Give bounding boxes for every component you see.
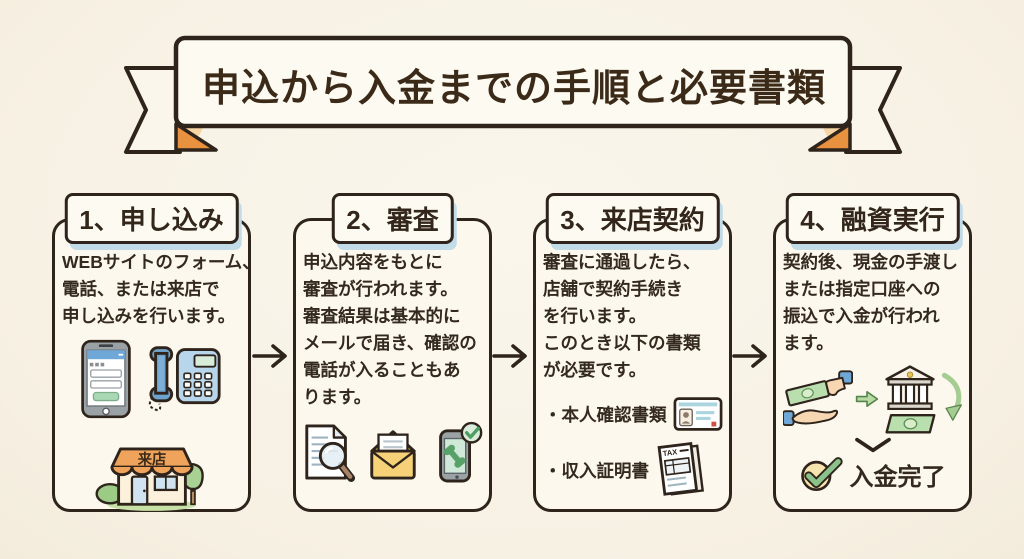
cash-handover-icon xyxy=(782,370,853,427)
step-1-header: 1、申し込み xyxy=(64,193,239,244)
curved-arrow-icon xyxy=(941,372,962,421)
tax-document-badge: TAX xyxy=(662,447,677,458)
step-4-header: 4、融資実行 xyxy=(785,193,960,244)
step-card-loan-execution: 4、融資実行 契約後、現金の手渡し または指定口座への 振込で入金が行われ ます… xyxy=(773,193,972,512)
completion-row: 入金完了 xyxy=(800,455,946,493)
telephone-icon xyxy=(148,346,221,412)
title-ribbon xyxy=(124,35,902,154)
step-2-header: 2、審査 xyxy=(331,193,454,244)
ribbon-left-tail xyxy=(124,66,182,154)
check-circle-icon xyxy=(800,457,843,492)
document-item-identity-label: ・本人確認書類 xyxy=(544,404,667,425)
step-card-screening: 2、審査 申込内容をもとに 審査が行われます。 審査結果は基本的に メールで届き… xyxy=(293,193,492,512)
ribbon-band xyxy=(173,35,853,129)
step-card-application: 1、申し込み WEBサイトのフォーム、 電話、または来店で 申し込みを行います。 xyxy=(52,193,260,512)
phone-check-icon xyxy=(438,421,482,483)
document-magnifier-icon xyxy=(304,424,355,482)
bank-icon xyxy=(884,365,935,434)
document-item-income-label: ・収入証明書 xyxy=(544,460,649,481)
storefront-icon: 来店 xyxy=(94,447,204,511)
completion-label: 入金完了 xyxy=(849,463,946,491)
chevron-down-icon xyxy=(854,437,891,453)
flow-arrow-icon xyxy=(252,344,287,368)
banknote-icon xyxy=(884,414,935,434)
envelope-icon xyxy=(369,430,416,480)
step-1-body: WEBサイトのフォーム、 電話、または来店で 申し込みを行います。 xyxy=(62,252,260,326)
id-card-icon xyxy=(673,397,722,431)
page-title: 申込から入金までの手順と必要書類 xyxy=(201,67,826,110)
arrow-right-icon xyxy=(855,390,878,407)
flow-arrow-icon xyxy=(492,344,527,368)
step-1-label: 1、申し込み xyxy=(79,205,224,235)
step-3-header: 3、来店契約 xyxy=(545,193,720,244)
step-2-body: 申込内容をもとに 審査が行われます。 審査結果は基本的に メールで届き、確認の … xyxy=(303,252,477,407)
ribbon-right-tail xyxy=(844,66,902,154)
smartphone-form-icon xyxy=(80,339,131,419)
step-4-label: 4、融資実行 xyxy=(800,205,945,235)
step-3-label: 3、来店契約 xyxy=(560,205,705,235)
step-4-body: 契約後、現金の手渡し または指定口座への 振込で入金が行われ ます。 xyxy=(783,252,958,353)
ribbon-left-fold xyxy=(174,122,218,152)
ribbon-right-fold xyxy=(808,122,852,152)
flow-arrow-icon xyxy=(732,344,767,368)
store-sign-label: 来店 xyxy=(137,450,166,468)
step-2-label: 2、審査 xyxy=(346,205,439,235)
tax-document-icon: TAX xyxy=(657,442,704,496)
step-3-body: 審査に通過したら、 店舗で契約手続き を行います。 このとき以下の書類 が必要で… xyxy=(543,252,701,380)
step-card-contract: 3、来店契約 審査に通過したら、 店舗で契約手続き を行います。 このとき以下の… xyxy=(533,193,732,512)
